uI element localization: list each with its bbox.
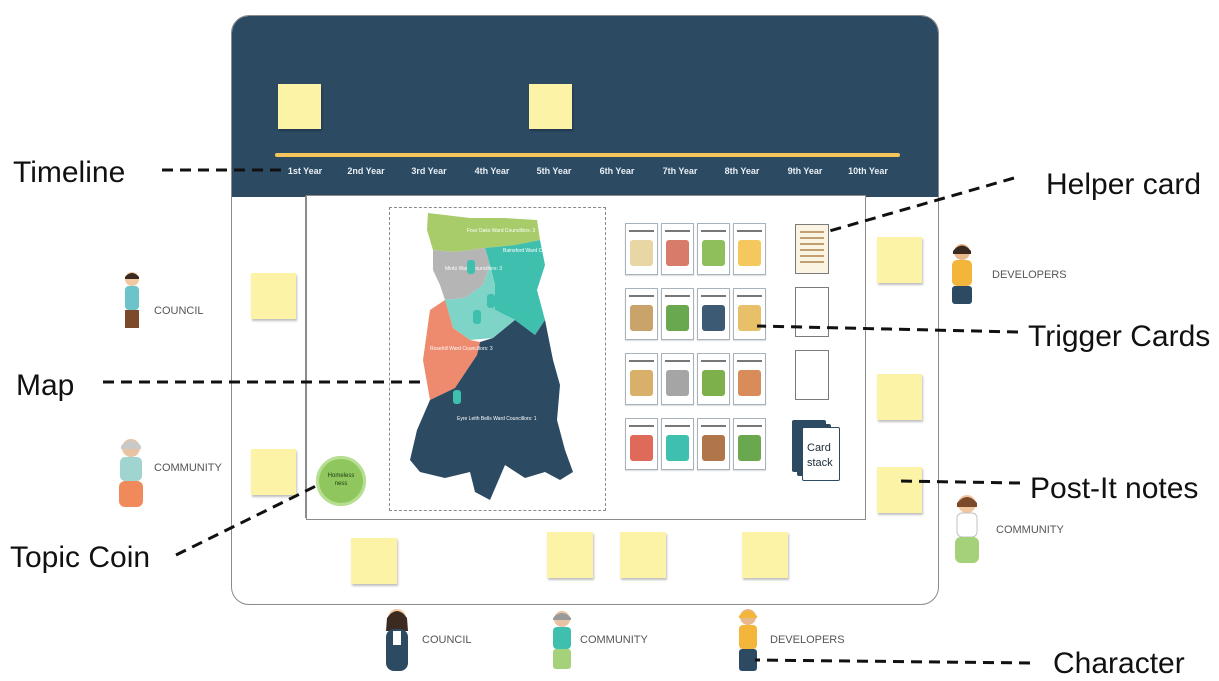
year-label: 1st Year [287,166,323,176]
map-figure [453,390,461,404]
post-it-note[interactable] [278,84,321,129]
role-label: DEVELOPERS [770,634,845,646]
topic-coin-leader [175,483,319,557]
year-label: 4th Year [474,166,510,176]
trigger-card[interactable] [733,288,766,340]
post-it-note[interactable] [251,273,296,319]
trigger-card[interactable] [661,353,694,405]
trigger-card[interactable] [625,223,658,275]
role-label: COUNCIL [154,305,204,317]
ward-eyre-leith [410,320,573,500]
year-label: 3rd Year [411,166,447,176]
ward-map[interactable]: Four Oaks Ward Councillors: 3 Minto Ward… [395,210,600,505]
post-it-note[interactable] [877,467,922,513]
trigger-card[interactable] [661,223,694,275]
annotation-timeline: Timeline [13,156,126,189]
community-character-icon[interactable] [116,437,146,509]
character-leader [754,658,1031,665]
trigger-card[interactable] [661,288,694,340]
map-frame [389,207,606,511]
ward-minto [433,248,490,300]
card-slot[interactable] [795,350,829,400]
developers-character-icon[interactable] [735,607,761,673]
trigger-cards-leader [756,324,1019,334]
community-character-icon[interactable] [549,609,575,671]
topic-coin[interactable]: Homeless ness [316,456,366,506]
map-ward-label: Eyre Leith Bells Ward Councillors: 1 [457,416,537,422]
annotation-post-it-notes: Post-It notes [1030,472,1199,505]
annotation-trigger-cards: Trigger Cards [1028,320,1211,353]
trigger-card[interactable] [697,223,730,275]
post-it-note[interactable] [877,374,922,420]
post-it-note[interactable] [547,532,593,578]
post-it-note[interactable] [877,237,922,283]
map-figure [487,294,495,308]
trigger-card[interactable] [733,223,766,275]
ward-rosehill [423,300,480,400]
post-it-note[interactable] [529,84,572,129]
ward-bainsford [485,240,545,335]
trigger-card[interactable] [733,418,766,470]
annotation-character: Character [1053,647,1185,680]
role-label: COUNCIL [422,634,472,646]
timeline-header: 1st Year 2nd Year 3rd Year 4th Year 5th … [232,16,938,197]
post-it-note[interactable] [620,532,666,578]
trigger-card[interactable] [625,353,658,405]
trigger-card[interactable] [697,288,730,340]
helper-card[interactable] [795,224,829,274]
trigger-card[interactable] [697,353,730,405]
timeline-bar [275,153,900,157]
annotation-topic-coin: Topic Coin [10,541,151,574]
ward-central [445,265,515,340]
post-it-note[interactable] [742,532,788,578]
annotation-map: Map [16,369,75,402]
play-area [306,195,866,520]
year-label: 9th Year [787,166,823,176]
map-ward-label: Rosehill Ward Councillors: 3 [430,346,493,352]
community-character-icon[interactable] [952,493,982,565]
map-figure [467,260,475,274]
topic-coin-label: Homeless ness [327,473,355,487]
year-label: 10th Year [848,166,888,176]
map-ward-label: Bainsford Ward Councillors: 3 [503,248,569,254]
trigger-card[interactable] [625,288,658,340]
role-label: DEVELOPERS [992,269,1067,281]
year-label: 6th Year [599,166,635,176]
role-label: COMMUNITY [580,634,648,646]
year-label: 2nd Year [347,166,385,176]
trigger-card[interactable] [661,418,694,470]
council-character-icon[interactable] [120,270,144,330]
trigger-card[interactable] [733,353,766,405]
trigger-card[interactable] [697,418,730,470]
map-figure [473,310,481,324]
map-ward-label: Four Oaks Ward Councillors: 3 [467,228,535,234]
post-it-note[interactable] [351,538,397,584]
left-divider [305,196,307,518]
role-label: COMMUNITY [996,524,1064,536]
annotation-helper-card: Helper card [1046,168,1202,201]
trigger-card[interactable] [625,418,658,470]
helper-card-leader [825,176,1015,234]
role-label: COMMUNITY [154,462,222,474]
council-character-icon[interactable] [382,607,412,673]
year-label: 8th Year [724,166,760,176]
ward-four-oaks [427,213,540,252]
year-label: 7th Year [662,166,698,176]
year-label: 5th Year [536,166,572,176]
developers-character-icon[interactable] [948,242,976,306]
post-it-leader [897,479,1021,485]
post-it-note[interactable] [251,449,296,495]
